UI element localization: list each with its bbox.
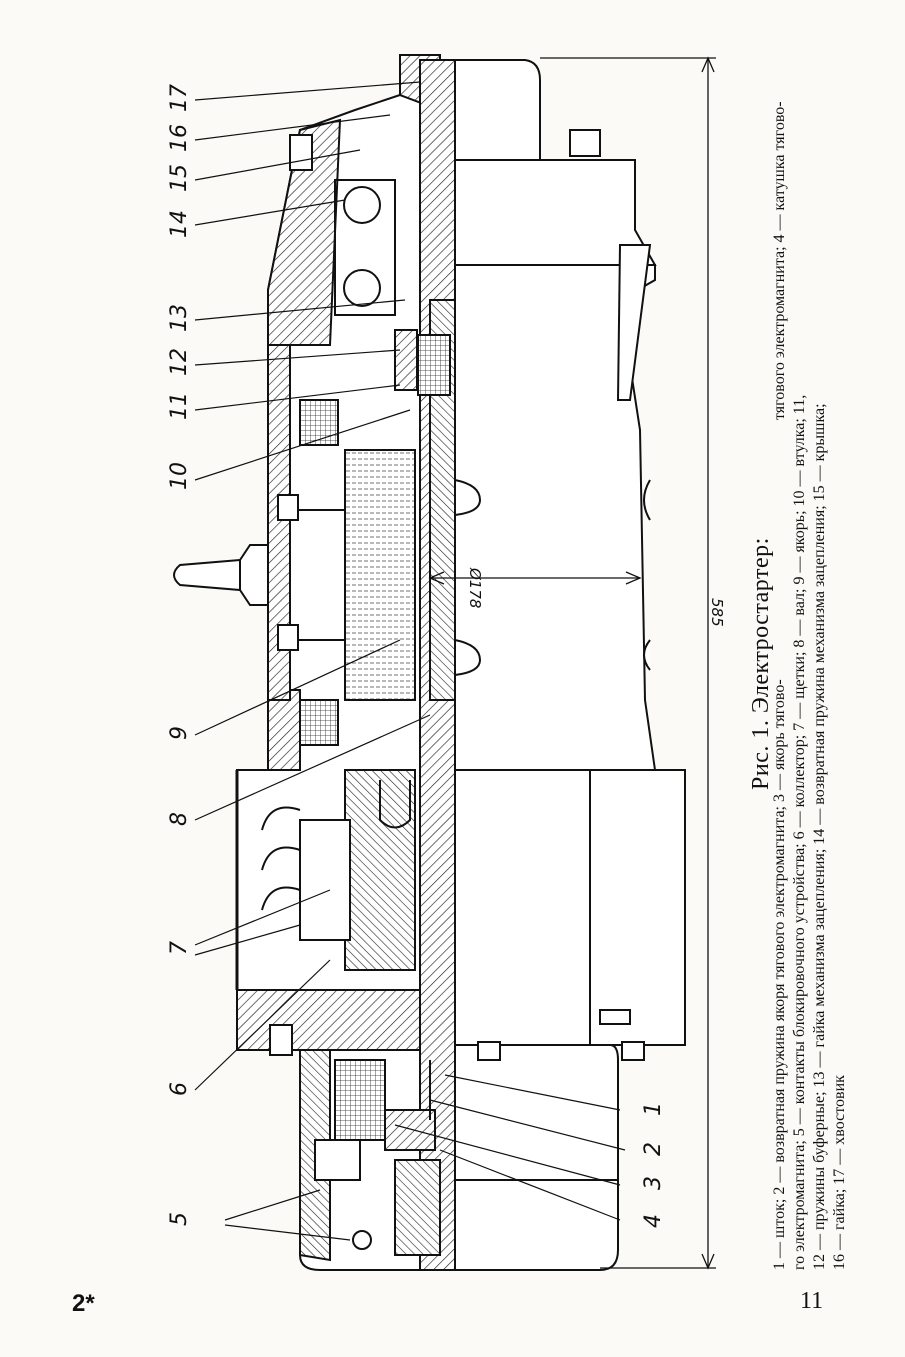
callout-5: 5 xyxy=(167,1212,192,1226)
page-number: 11 xyxy=(800,1288,824,1314)
caption-line-4: 16 — гайка; 17 — хвостовик xyxy=(831,1075,848,1270)
callout-4: 4 xyxy=(641,1214,666,1228)
signature-mark: 2* xyxy=(72,1290,95,1317)
callout-7: 7 xyxy=(167,941,192,955)
callout-1: 1 xyxy=(641,1102,666,1116)
caption-line-1-tail: тягового электромагнита; 4 — катушка тяг… xyxy=(771,101,788,420)
callout-10: 10 xyxy=(167,462,192,490)
callout-14: 14 xyxy=(167,210,192,238)
callout-6: 6 xyxy=(167,1082,192,1096)
callout-12: 12 xyxy=(167,348,192,376)
callout-17: 17 xyxy=(167,84,192,112)
dimension-length: 585 xyxy=(708,598,726,627)
callout-16: 16 xyxy=(167,124,192,152)
callout-15: 15 xyxy=(167,164,192,192)
callout-2: 2 xyxy=(641,1142,666,1156)
sectional-view xyxy=(173,54,456,1271)
callout-11: 11 xyxy=(167,392,192,420)
callout-8: 8 xyxy=(167,812,192,826)
callout-13: 13 xyxy=(167,304,192,332)
caption-line-3: 12 — пружины буферные; 13 — гайка механи… xyxy=(811,403,828,1270)
callout-9: 9 xyxy=(167,726,192,740)
caption-line-2: го электромагнита; 5 — контакты блокиров… xyxy=(791,394,808,1270)
exterior-view xyxy=(454,59,686,1271)
caption-line-1: 1 — шток; 2 — возвратная пружина якоря т… xyxy=(771,679,788,1270)
leader-lines xyxy=(194,81,626,1241)
dimension-diameter: Ø178 xyxy=(466,567,484,608)
callout-3: 3 xyxy=(641,1176,666,1190)
dimension-lines xyxy=(428,56,716,1270)
